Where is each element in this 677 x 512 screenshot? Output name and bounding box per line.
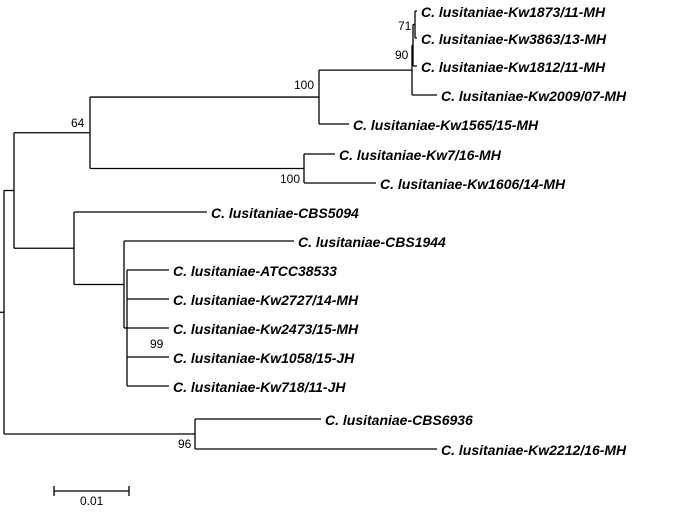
leaf-label-kw7: C. lusitaniae-Kw7/16-MH bbox=[339, 147, 502, 163]
leaf-label-kw2212: C. lusitaniae-Kw2212/16-MH bbox=[441, 442, 627, 458]
bootstrap-100-lower: 100 bbox=[280, 172, 300, 186]
bootstrap-96: 96 bbox=[178, 437, 192, 451]
leaf-label-cbs5094: C. lusitaniae-CBS5094 bbox=[211, 205, 359, 221]
scale-bar-label: 0.01 bbox=[80, 494, 104, 508]
leaf-label-atcc38533: C. lusitaniae-ATCC38533 bbox=[173, 263, 337, 279]
scale-bar: 0.01 bbox=[53, 486, 130, 508]
leaf-label-kw3863: C. lusitaniae-Kw3863/13-MH bbox=[421, 31, 607, 47]
leaf-label-cbs1944: C. lusitaniae-CBS1944 bbox=[298, 234, 446, 250]
bootstrap-100-upper: 100 bbox=[294, 78, 314, 92]
leaf-label-kw1058: C. lusitaniae-Kw1058/15-JH bbox=[173, 350, 355, 366]
leaf-labels: C. lusitaniae-Kw1873/11-MH C. lusitaniae… bbox=[173, 4, 627, 458]
tree-branches bbox=[0, 10, 437, 450]
leaf-label-kw1812: C. lusitaniae-Kw1812/11-MH bbox=[421, 59, 606, 75]
bootstrap-90: 90 bbox=[395, 48, 409, 62]
bootstrap-64: 64 bbox=[71, 116, 85, 130]
leaf-label-kw1606: C. lusitaniae-Kw1606/14-MH bbox=[380, 176, 566, 192]
bootstrap-99: 99 bbox=[150, 337, 164, 351]
bootstrap-values: 71 90 100 64 100 99 96 bbox=[71, 19, 412, 451]
leaf-label-kw718: C. lusitaniae-Kw718/11-JH bbox=[173, 379, 346, 395]
leaf-label-kw1873: C. lusitaniae-Kw1873/11-MH bbox=[421, 4, 606, 20]
leaf-label-kw2727: C. lusitaniae-Kw2727/14-MH bbox=[173, 292, 359, 308]
leaf-label-kw2009: C. lusitaniae-Kw2009/07-MH bbox=[441, 88, 627, 104]
leaf-label-cbs6936: C. lusitaniae-CBS6936 bbox=[325, 412, 473, 428]
leaf-label-kw1565: C. lusitaniae-Kw1565/15-MH bbox=[353, 117, 539, 133]
bootstrap-71: 71 bbox=[398, 19, 412, 33]
leaf-label-kw2473: C. lusitaniae-Kw2473/15-MH bbox=[173, 321, 359, 337]
